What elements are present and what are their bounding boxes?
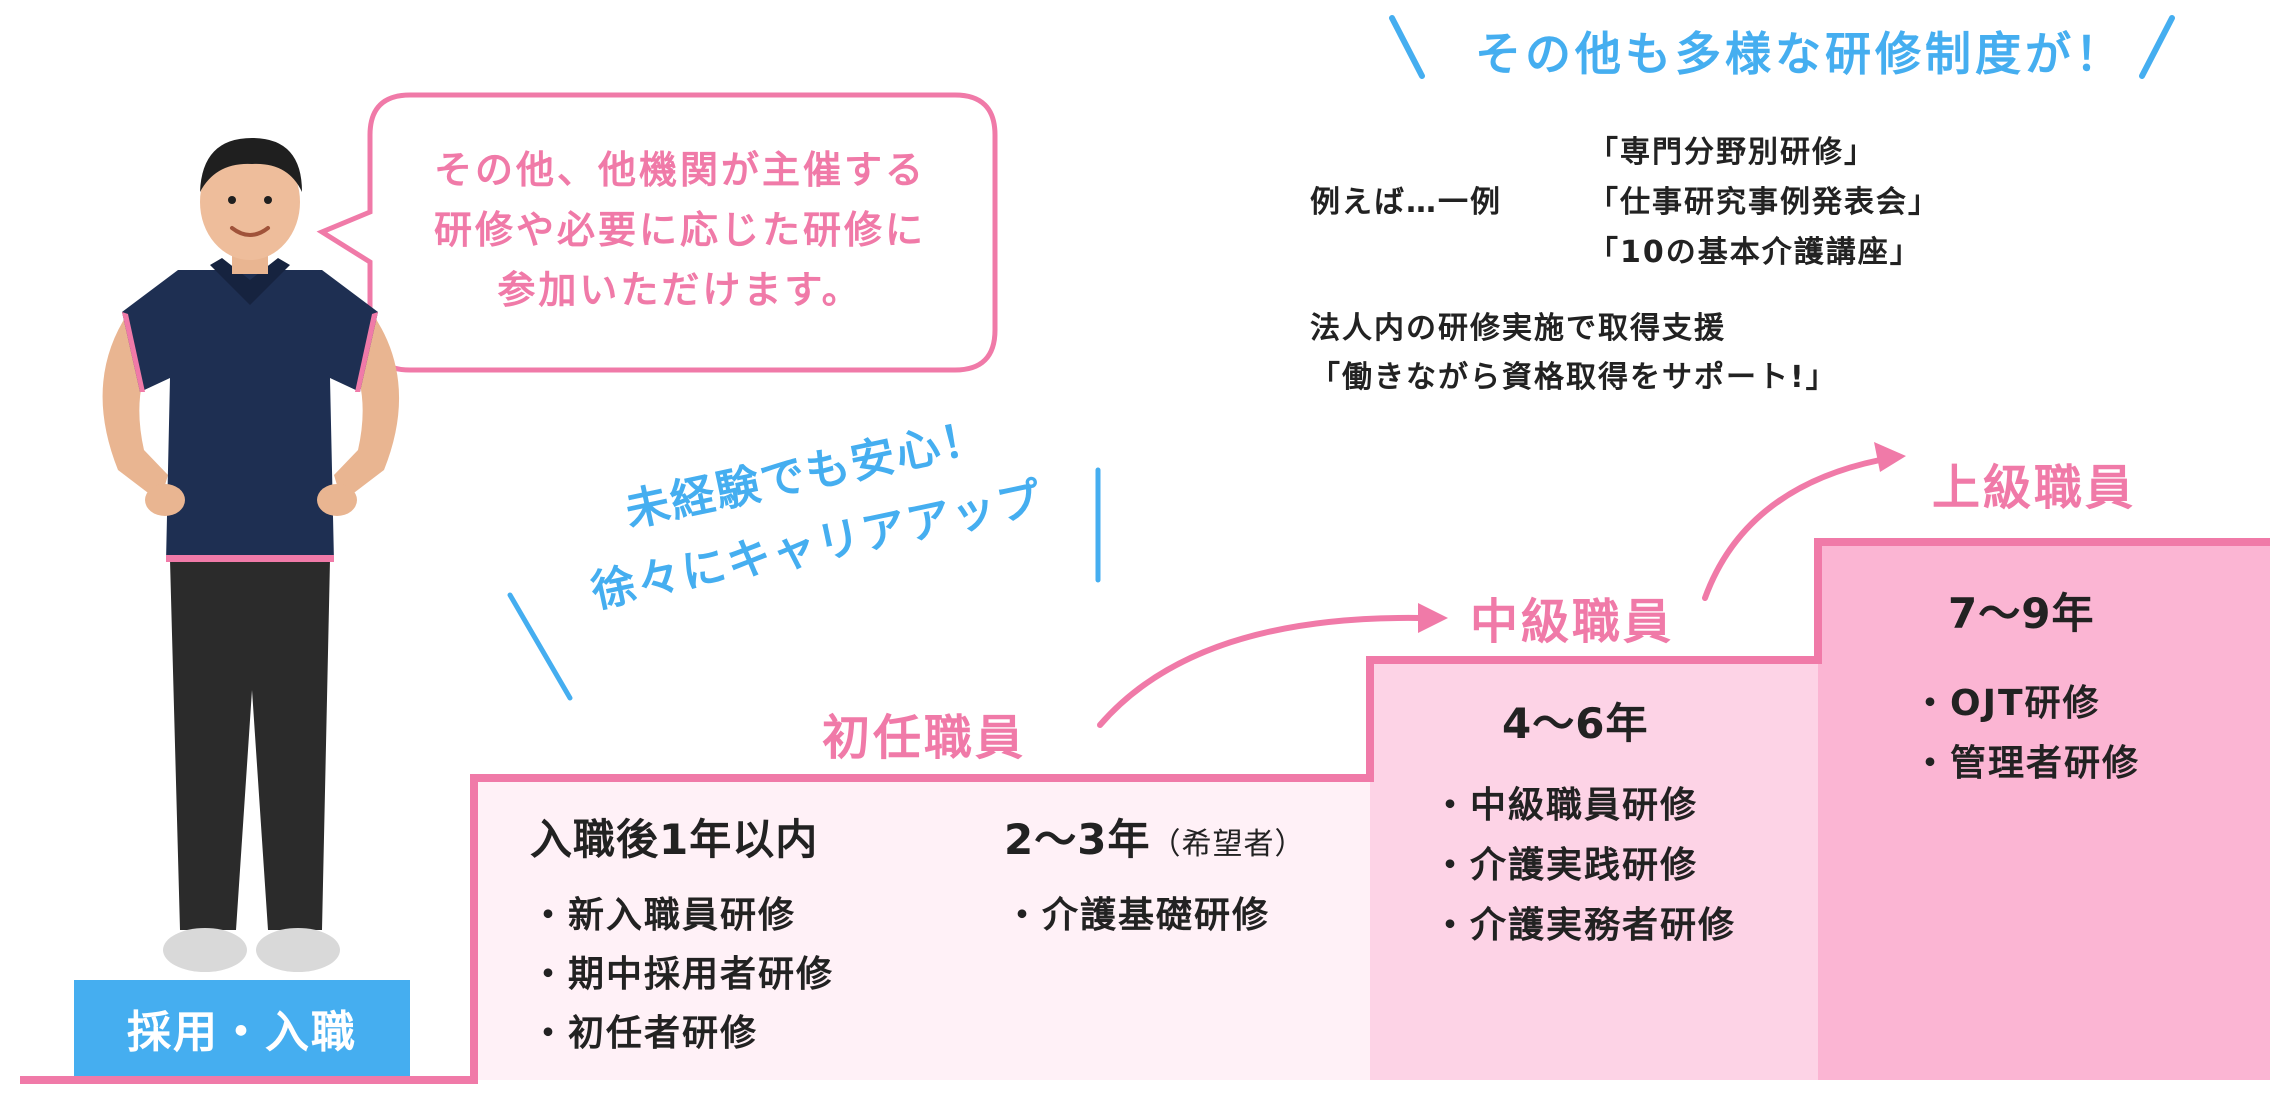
tagline-slash-left bbox=[507, 592, 573, 701]
training-item: ・介護実践研修 bbox=[1432, 845, 1699, 886]
training-item: ・期中採用者研修 bbox=[530, 954, 835, 995]
arrow-to-intermediate bbox=[1097, 614, 1423, 728]
support-line: 「働きながら資格取得をサポート!」 bbox=[1310, 360, 1838, 395]
training-item: ・新入職員研修 bbox=[530, 895, 797, 936]
bubble-text: その他、他機関が主催する 研修や必要に応じた研修に 参加いただけます。 bbox=[380, 140, 980, 320]
start-label: 採用・入職 bbox=[74, 980, 410, 1076]
bubble-line: その他、他機関が主催する bbox=[433, 148, 926, 192]
support-line: 法人内の研修実施で取得支援 bbox=[1310, 311, 1726, 346]
training-item: ・介護基礎研修 bbox=[1004, 895, 1271, 936]
bubble-line: 研修や必要に応じた研修に bbox=[433, 208, 926, 252]
speech-bubble bbox=[316, 92, 998, 373]
training-item: ・OJT研修 bbox=[1912, 683, 2101, 724]
period-7-9-years: 7～9年 bbox=[1948, 589, 2095, 638]
training-item: ・中級職員研修 bbox=[1432, 785, 1699, 826]
step-beginner bbox=[474, 778, 1370, 1080]
heading-slash-right bbox=[2139, 15, 2175, 79]
training-item: ・初任者研修 bbox=[530, 1013, 759, 1054]
step-senior bbox=[1818, 542, 2270, 1080]
heading-slash-left bbox=[1389, 15, 1425, 79]
examples-label: 例えば…一例 bbox=[1310, 185, 1502, 220]
training-item: ・介護実務者研修 bbox=[1432, 905, 1737, 946]
period-note: （希望者） bbox=[1150, 827, 1306, 862]
other-training-heading: その他も多様な研修制度が！ bbox=[1475, 27, 2125, 81]
period-4-6-years: 4～6年 bbox=[1502, 699, 1649, 748]
arrow-head-2 bbox=[1874, 442, 1906, 472]
training-item: ・管理者研修 bbox=[1912, 743, 2141, 784]
staircase-outline bbox=[20, 538, 2270, 1084]
staff-person-illustration bbox=[102, 138, 400, 972]
rank-intermediate: 中級職員 bbox=[1470, 594, 1675, 650]
example-item: 「仕事研究事例発表会」 bbox=[1588, 185, 1940, 220]
rank-beginner: 初任職員 bbox=[822, 710, 1027, 766]
example-item: 「10の基本介護講座」 bbox=[1588, 235, 1922, 270]
period-label: 2～3年 bbox=[1004, 815, 1151, 864]
arrow-head-1 bbox=[1418, 603, 1448, 633]
period-2-3-years: 2～3年（希望者） bbox=[1004, 806, 1305, 867]
bubble-line: 参加いただけます。 bbox=[497, 268, 863, 312]
example-item: 「専門分野別研修」 bbox=[1588, 135, 1876, 170]
rank-senior: 上級職員 bbox=[1932, 460, 2137, 516]
step-intermediate bbox=[1370, 660, 1818, 1080]
arrow-to-senior bbox=[1702, 457, 1883, 601]
period-first-year: 入職後1年以内 bbox=[530, 815, 819, 864]
